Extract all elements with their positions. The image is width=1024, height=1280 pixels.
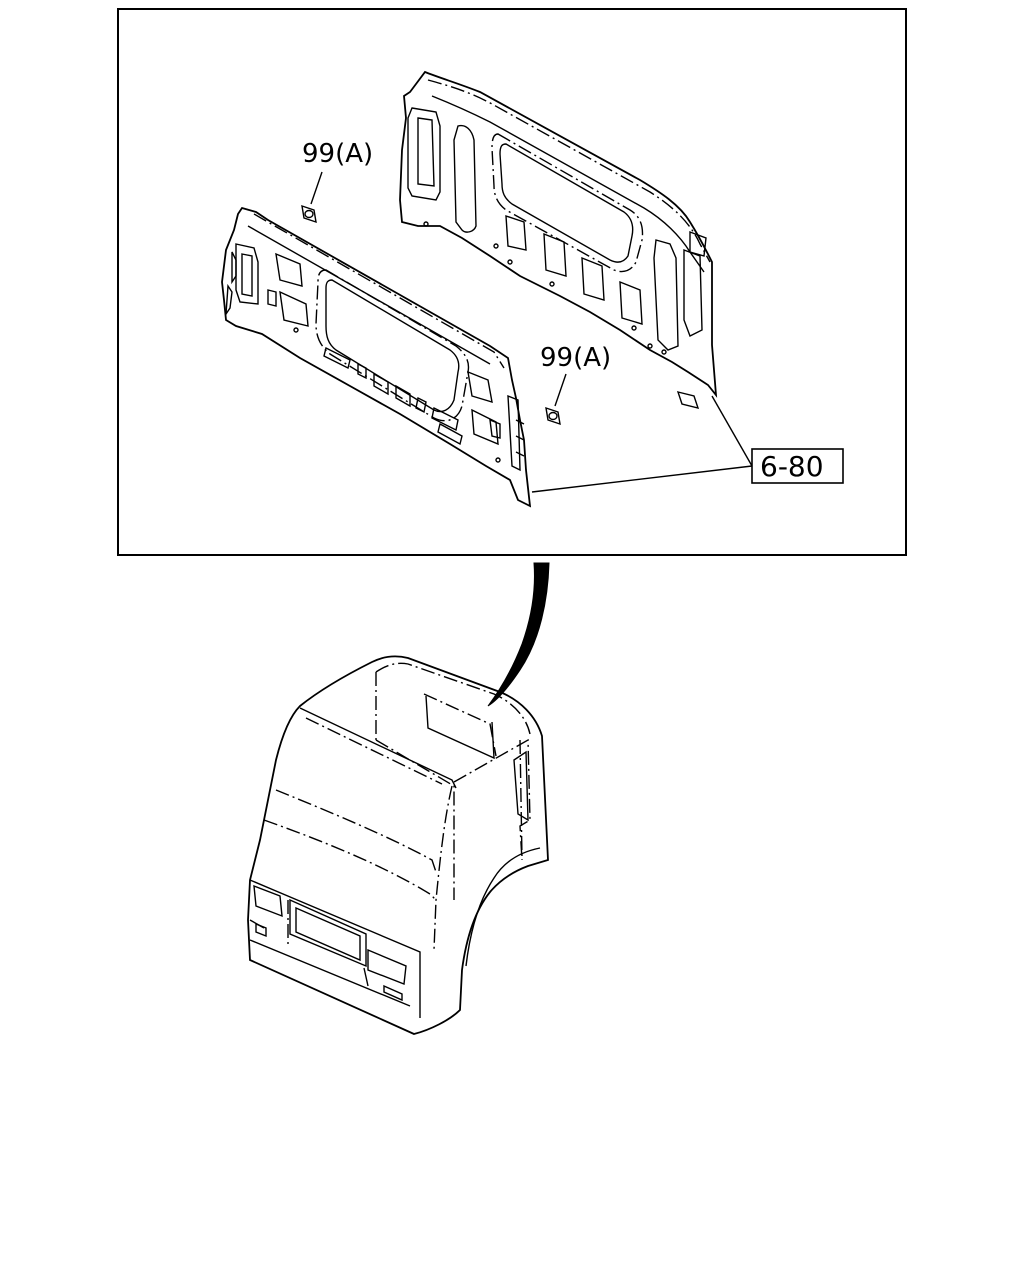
clip-part-lower [545, 373, 567, 426]
callout-99a-upper: 99(A) [302, 139, 373, 169]
reference-box [751, 448, 844, 484]
reference-callout: 6-80 [531, 395, 844, 493]
location-leader [487, 562, 550, 707]
rear-panel-front [221, 206, 532, 508]
detail-frame [117, 8, 907, 556]
rear-panel-back [399, 70, 718, 409]
truck-cab [247, 655, 549, 1035]
reference-label: 6-80 [760, 450, 824, 483]
callout-99a-lower: 99(A) [540, 343, 611, 373]
clip-part-upper [301, 171, 323, 224]
